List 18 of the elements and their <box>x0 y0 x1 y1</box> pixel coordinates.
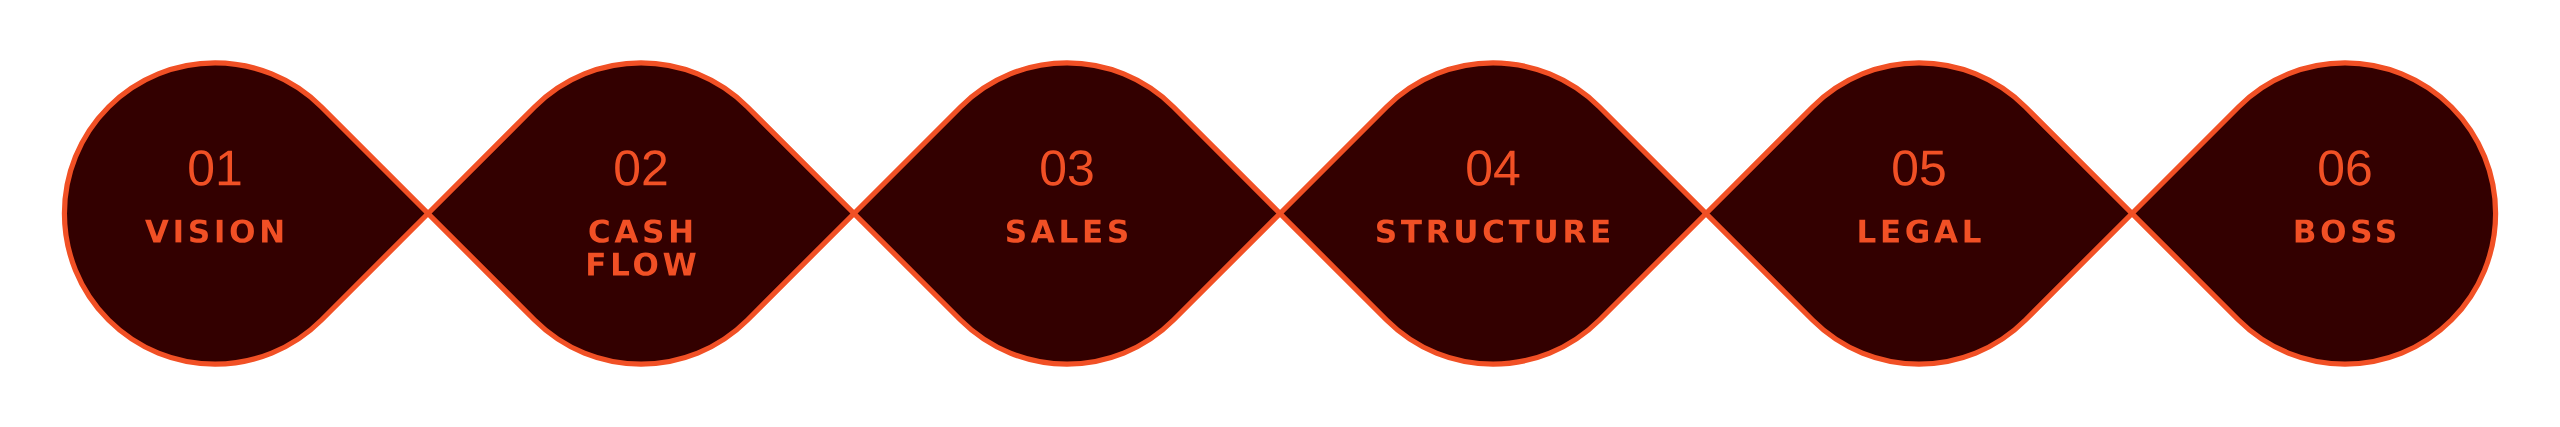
rounded-diamond <box>1277 60 1709 367</box>
step-number: 03 <box>1041 150 1093 186</box>
step-number: 04 <box>1467 150 1520 186</box>
step-label: SALES <box>1007 219 1127 243</box>
teardrop-shape <box>2129 60 2499 367</box>
step-number: 05 <box>1893 150 1945 186</box>
step-label: BOSS <box>2295 219 2395 243</box>
step-number: 06 <box>2319 150 2371 186</box>
rounded-diamond <box>851 60 1283 367</box>
step-number: 01 <box>189 150 241 186</box>
step-label: STRUCTURE <box>1377 219 1609 243</box>
step-label: VISION <box>145 219 283 243</box>
teardrop-shape <box>61 60 431 367</box>
step-label: CASH FLOW <box>588 219 696 276</box>
rounded-diamond <box>425 60 857 367</box>
step-number: 02 <box>615 150 667 186</box>
step-label: LEGAL <box>1859 219 1981 243</box>
rounded-diamond <box>1703 60 2135 367</box>
